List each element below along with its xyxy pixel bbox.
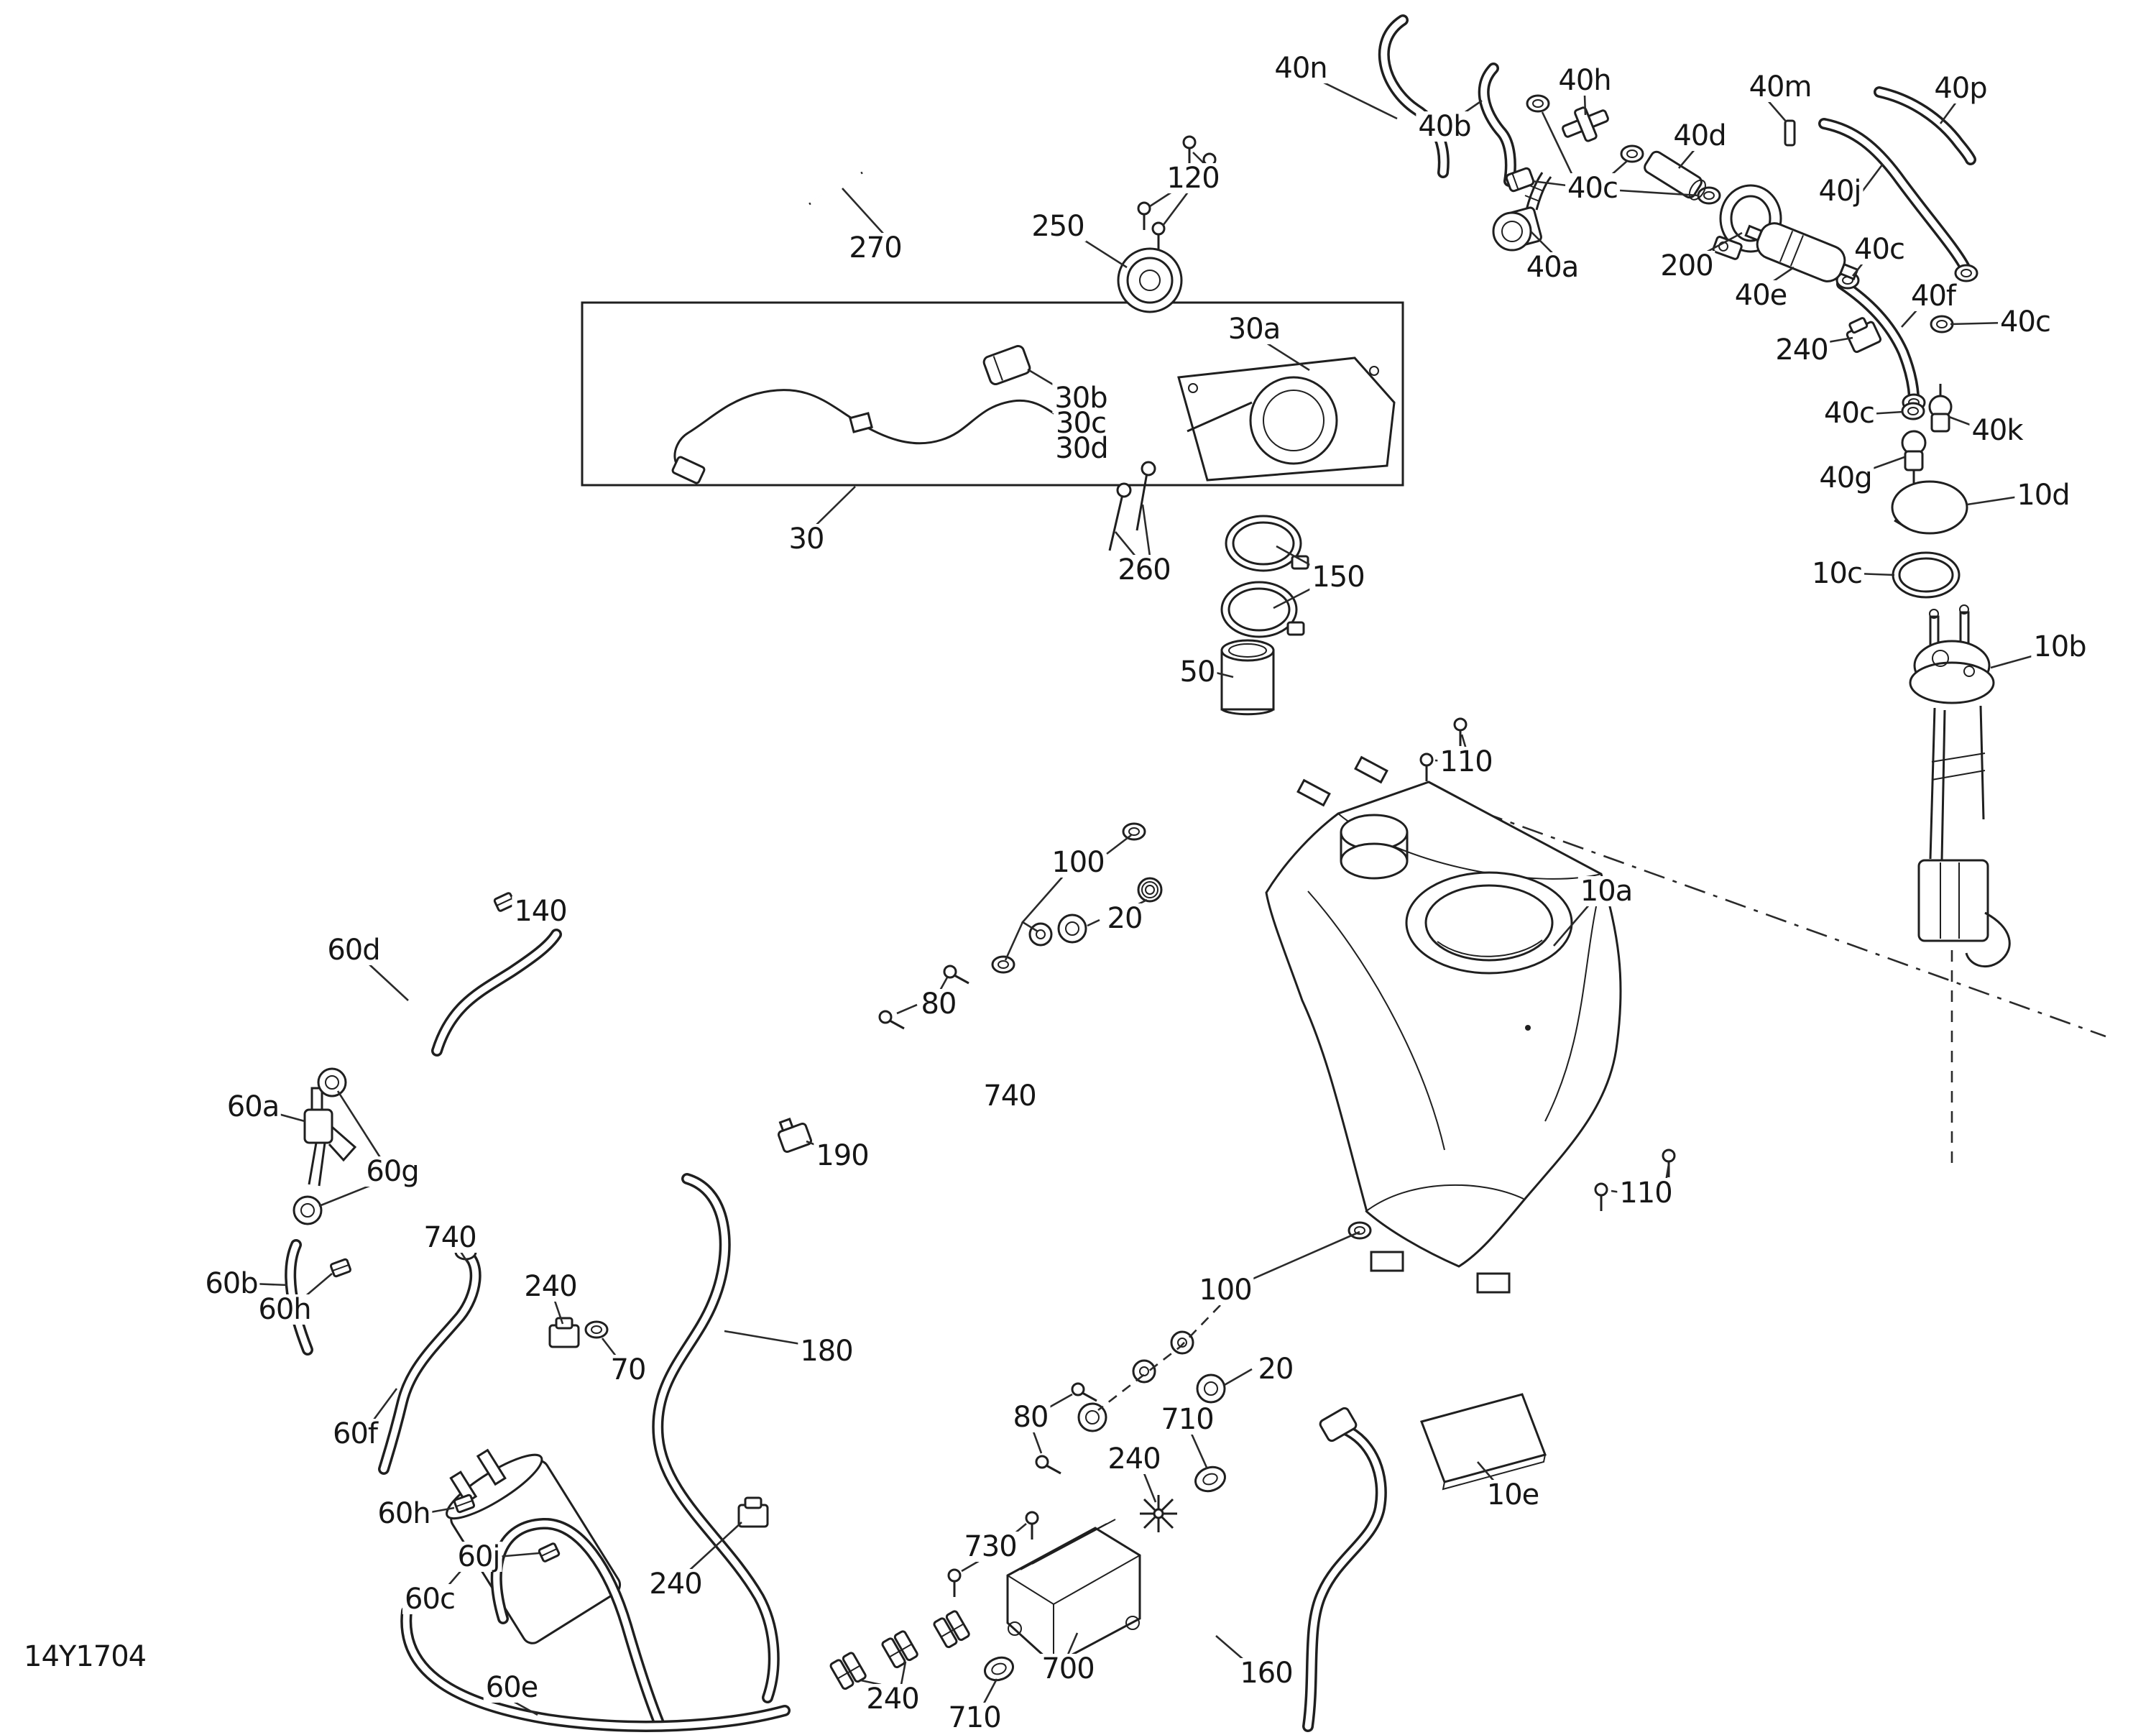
part-label-270: 270 — [847, 233, 904, 263]
part-label-150: 150 — [1309, 562, 1367, 592]
part-label-100-a: 100 — [1049, 847, 1107, 878]
part-label-30: 30 — [786, 524, 826, 554]
part-label-70: 70 — [608, 1355, 648, 1385]
part-label-20-b: 20 — [1256, 1354, 1296, 1384]
part-label-80-a: 80 — [918, 989, 959, 1019]
part-label-10d: 10d — [2014, 480, 2072, 510]
part-label-50: 50 — [1177, 657, 1217, 687]
part-label-40m: 40m — [1746, 72, 1814, 102]
part-label-40b: 40b — [1416, 111, 1473, 142]
part-label-40c-1: 40c — [1565, 173, 1620, 203]
part-label-40h: 40h — [1556, 65, 1613, 96]
part-label-110-b: 110 — [1617, 1178, 1674, 1208]
part-label-100-b: 100 — [1197, 1275, 1254, 1305]
part-label-700: 700 — [1039, 1654, 1097, 1684]
part-label-40k: 40k — [1969, 415, 2025, 446]
part-label-40a: 40a — [1524, 252, 1581, 282]
part-label-180: 180 — [798, 1336, 855, 1366]
part-label-250: 250 — [1029, 211, 1087, 241]
part-label-60f: 60f — [331, 1419, 379, 1449]
part-label-40e: 40e — [1732, 280, 1789, 310]
part-label-740-a: 740 — [421, 1223, 479, 1253]
part-label-10e: 10e — [1484, 1480, 1542, 1510]
part-label-710-b: 710 — [946, 1703, 1003, 1733]
part-label-40d: 40d — [1671, 121, 1728, 151]
part-label-260: 260 — [1115, 555, 1173, 585]
part-label-10c: 10c — [1810, 558, 1864, 589]
part-label-730: 730 — [962, 1532, 1019, 1562]
part-label-60e: 60e — [483, 1672, 540, 1703]
part-label-30a: 30a — [1225, 314, 1283, 344]
part-label-10b: 10b — [2031, 632, 2088, 662]
part-label-10a: 10a — [1577, 876, 1635, 906]
part-label-740-b: 740 — [981, 1081, 1038, 1111]
part-label-200: 200 — [1658, 251, 1715, 281]
part-label-710-a: 710 — [1158, 1404, 1216, 1435]
part-label-40c-3: 40c — [1998, 307, 2053, 337]
drawing-code: 14Y1704 — [22, 1642, 149, 1672]
part-label-40g: 40g — [1817, 463, 1874, 493]
part-label-60h-b: 60h — [375, 1499, 433, 1529]
part-label-240-c: 240 — [647, 1569, 704, 1599]
part-label-60d: 60d — [325, 935, 382, 965]
part-label-160: 160 — [1238, 1658, 1295, 1688]
part-label-80-b: 80 — [1010, 1402, 1051, 1432]
part-label-30d: 30d — [1053, 433, 1110, 464]
part-label-190: 190 — [814, 1141, 871, 1171]
part-label-60b: 60b — [203, 1269, 260, 1299]
part-label-40c-2: 40c — [1852, 234, 1907, 264]
part-label-110-a: 110 — [1437, 747, 1495, 777]
part-label-40f: 40f — [1909, 281, 1958, 311]
part-label-120: 120 — [1164, 163, 1222, 193]
part-label-60c: 60c — [402, 1584, 457, 1614]
part-label-40n: 40n — [1272, 53, 1330, 83]
part-label-60g: 60g — [364, 1156, 421, 1187]
part-label-240-d: 240 — [1105, 1444, 1163, 1474]
part-label-60j: 60j — [455, 1542, 502, 1572]
part-label-60h-a: 60h — [256, 1294, 313, 1325]
part-label-240-a: 240 — [1773, 335, 1830, 365]
part-label-20-a: 20 — [1105, 903, 1145, 934]
part-label-140: 140 — [512, 896, 569, 926]
part-label-240-e: 240 — [864, 1684, 921, 1714]
part-label-40c-4: 40c — [1822, 398, 1876, 428]
part-label-60a: 60a — [224, 1092, 282, 1122]
part-label-40p: 40p — [1932, 73, 1989, 103]
part-label-40j: 40j — [1816, 176, 1864, 206]
part-label-240-b: 240 — [522, 1271, 579, 1302]
